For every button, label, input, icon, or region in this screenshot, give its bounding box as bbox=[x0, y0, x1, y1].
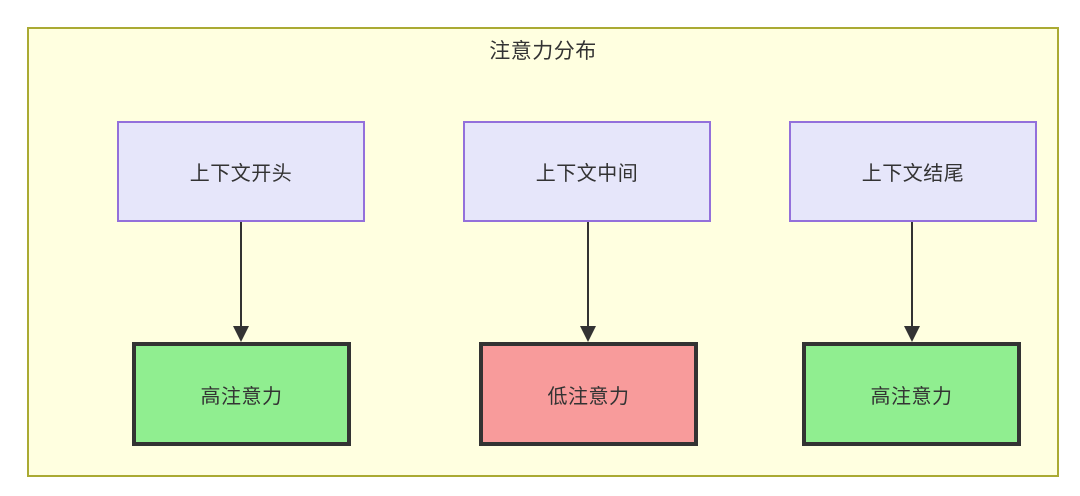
node-label: 上下文结尾 bbox=[861, 163, 965, 185]
node-high-attention-beginning[interactable]: 高注意力 bbox=[132, 342, 351, 446]
node-low-attention-middle[interactable]: 低注意力 bbox=[479, 342, 698, 446]
node-label: 高注意力 bbox=[200, 385, 283, 408]
subgraph-title: 注意力分布 bbox=[489, 40, 597, 63]
node-context-middle[interactable]: 上下文中间 bbox=[463, 121, 711, 222]
node-label: 上下文开头 bbox=[189, 163, 293, 185]
arrow-end-to-high bbox=[904, 222, 920, 342]
node-label: 上下文中间 bbox=[535, 163, 639, 185]
attention-distribution-subgraph: 注意力分布 上下文开头 上下文中间 上下文结尾 高注意力 低 bbox=[27, 27, 1059, 477]
node-label: 低注意力 bbox=[547, 385, 630, 408]
node-context-end[interactable]: 上下文结尾 bbox=[789, 121, 1037, 222]
arrow-beginning-to-high bbox=[233, 222, 249, 342]
node-high-attention-end[interactable]: 高注意力 bbox=[802, 342, 1021, 446]
node-label: 高注意力 bbox=[870, 385, 953, 408]
arrow-middle-to-low bbox=[580, 222, 596, 342]
node-context-beginning[interactable]: 上下文开头 bbox=[117, 121, 365, 222]
